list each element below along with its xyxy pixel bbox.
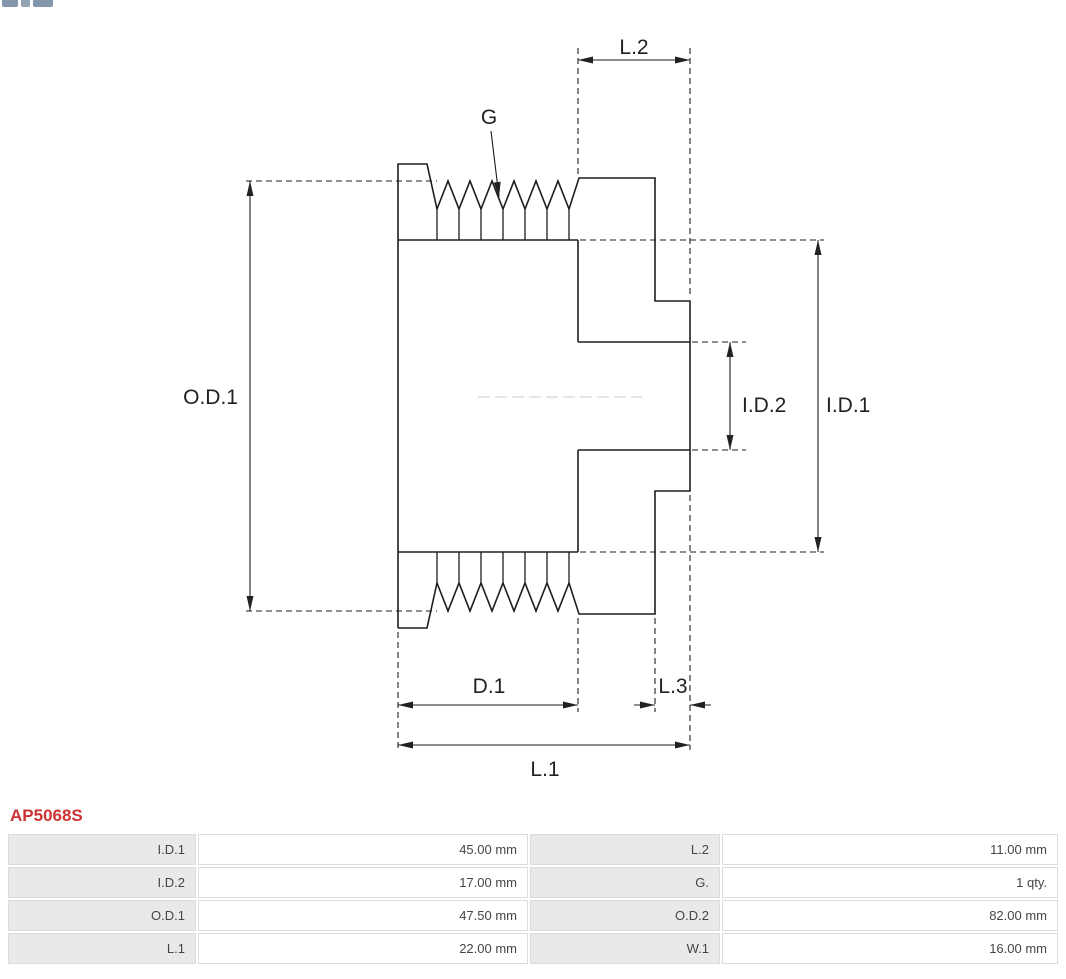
logo-glyph [2, 0, 18, 7]
ext-id1 [580, 239, 824, 553]
g-leader-arrow [490, 130, 501, 198]
logo-glyph [21, 0, 30, 7]
ext-od1 [246, 180, 437, 612]
dim-label-l2: L.2 [619, 36, 648, 59]
spec-value: 16.00 mm [722, 933, 1058, 964]
ext-bottom [397, 495, 691, 750]
spec-label: I.D.1 [8, 834, 196, 865]
spec-label: I.D.2 [8, 867, 196, 898]
spec-value: 11.00 mm [722, 834, 1058, 865]
groove-ribs [436, 209, 570, 583]
dimension-labels: L.2 G O.D.1 I.D.2 I.D.1 D.1 L.3 L.1 [183, 36, 870, 781]
ext-l2 [577, 48, 691, 298]
dim-label-d1: D.1 [473, 675, 506, 698]
dim-label-id2: I.D.2 [742, 394, 786, 417]
spec-value: 17.00 mm [198, 867, 528, 898]
spec-label: L.1 [8, 933, 196, 964]
spec-value: 45.00 mm [198, 834, 528, 865]
pulley-technical-drawing: L.2 G O.D.1 I.D.2 I.D.1 D.1 L.3 L.1 [183, 36, 870, 781]
spec-label: L.2 [530, 834, 720, 865]
part-number: AP5068S [10, 806, 83, 825]
dim-label-id1: I.D.1 [826, 394, 870, 417]
extension-lines [246, 48, 824, 750]
spec-label: G. [530, 867, 720, 898]
spec-value: 82.00 mm [722, 900, 1058, 931]
spec-value: 22.00 mm [198, 933, 528, 964]
spec-table: I.D.1 45.00 mm L.2 11.00 mm I.D.2 17.00 … [8, 834, 1058, 964]
ext-id2 [692, 341, 746, 451]
dim-label-l3: L.3 [658, 675, 687, 698]
pulley-outline [397, 163, 691, 629]
spec-value: 1 qty. [722, 867, 1058, 898]
spec-value: 47.50 mm [198, 900, 528, 931]
dimension-lines [246, 56, 822, 749]
logo-glyph [33, 0, 53, 7]
dim-label-od1: O.D.1 [183, 386, 238, 409]
logo-fragment [2, 0, 53, 7]
dim-label-g: G [481, 106, 497, 129]
spec-label: W.1 [530, 933, 720, 964]
spec-label: O.D.2 [530, 900, 720, 931]
spec-label: O.D.1 [8, 900, 196, 931]
dim-label-l1: L.1 [530, 758, 559, 781]
